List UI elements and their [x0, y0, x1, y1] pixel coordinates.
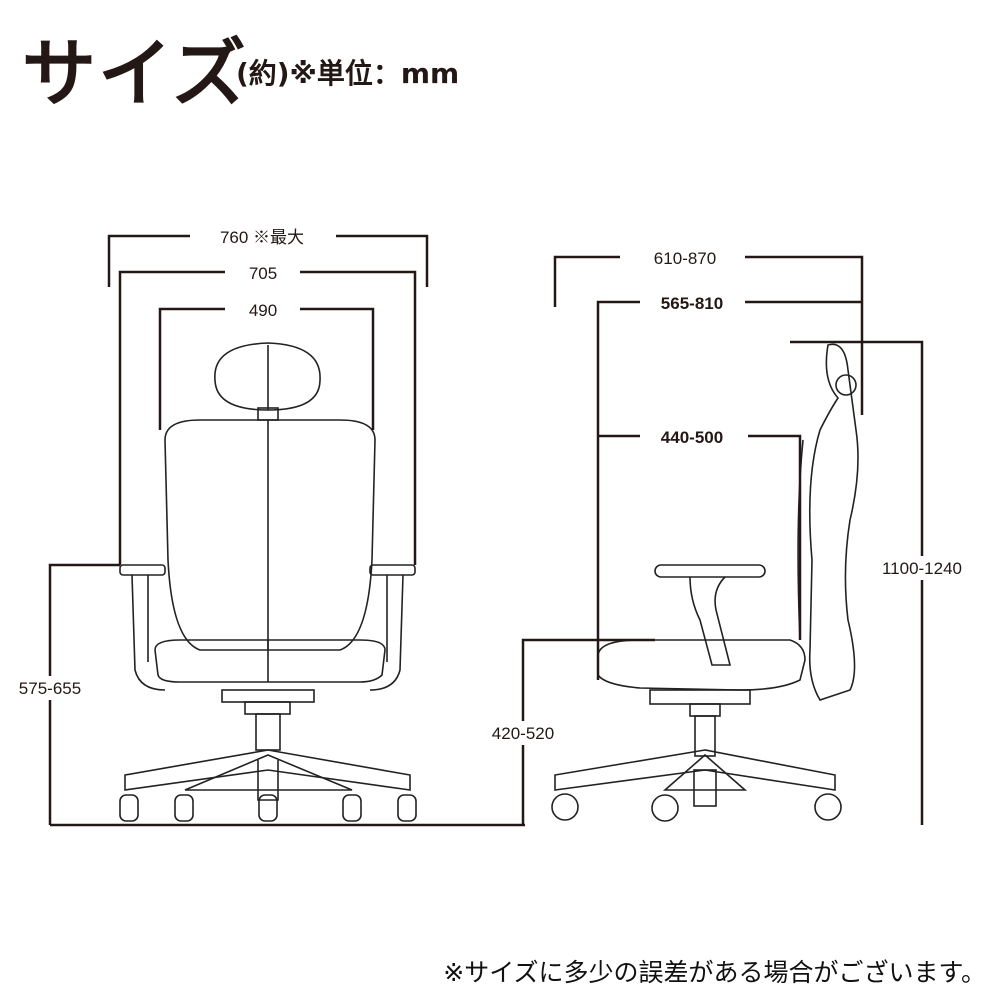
dimension-label: 440-500 — [661, 428, 723, 447]
dimension-width-armrest: 705 — [118, 264, 417, 565]
dimension-label: 760 ※最大 — [220, 228, 304, 247]
dimension-depth-max: 610-870 — [553, 249, 864, 415]
dimension-label: 575-655 — [19, 679, 81, 698]
dimension-label: 1100-1240 — [882, 559, 962, 578]
dimension-label: 420-520 — [492, 724, 554, 743]
dimension-label: 610-870 — [654, 249, 716, 268]
dimension-seat-depth: 440-500 — [598, 428, 802, 640]
dimension-seat-height: 420-520 — [484, 638, 655, 825]
dimension-total-height: 1100-1240 — [790, 340, 972, 825]
tolerance-note: ※サイズに多少の誤差がある場合がございます。 — [443, 958, 986, 987]
dimension-width-max: 760 ※最大 — [107, 228, 429, 287]
page-title: サイズ — [22, 31, 248, 117]
dimension-label: 705 — [249, 264, 277, 283]
dimension-depth: 565-810 — [596, 294, 862, 680]
dimension-label: 565-810 — [661, 294, 723, 313]
chair-front-view — [119, 342, 417, 822]
dimension-width-back: 490 — [158, 301, 375, 430]
dimension-armrest-height: 575-655 — [12, 563, 120, 825]
unit-note: (約)※単位：mm — [236, 57, 460, 90]
dimension-label: 490 — [249, 301, 277, 320]
